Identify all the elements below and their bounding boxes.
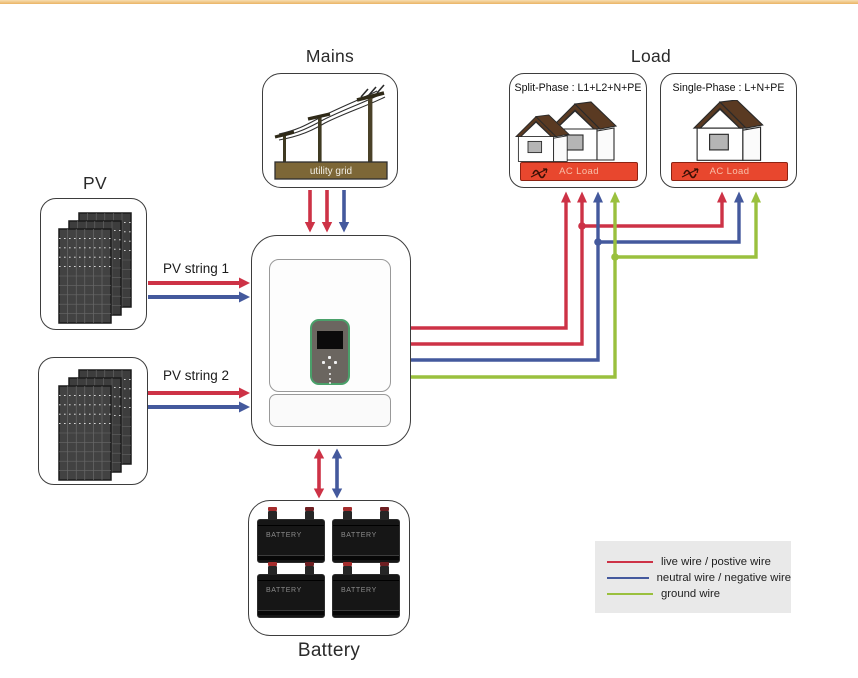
- legend-label: neutral wire / negative wire: [656, 572, 791, 584]
- mains-to-inverter-wires: [304, 190, 350, 233]
- inverter-to-load-wires: [411, 191, 761, 379]
- legend-item-live: live wire / postive wire: [607, 554, 791, 570]
- battery-cell: BATTERY: [332, 507, 400, 563]
- utility-grid-label: utility grid: [310, 166, 352, 177]
- live-wire-swatch: [607, 561, 653, 563]
- legend-label: ground wire: [661, 588, 721, 600]
- neutral-wire-swatch: [607, 577, 649, 579]
- legend-label: live wire / postive wire: [661, 556, 771, 568]
- legend-item-neutral: neutral wire / negative wire: [607, 570, 791, 586]
- battery-cell-label: BATTERY: [341, 532, 377, 539]
- top-accent-bar: [0, 0, 858, 4]
- mains-title: Mains: [305, 46, 355, 66]
- split-phase-label: Split-Phase : L1+L2+N+PE: [514, 82, 642, 94]
- inverter-battery-wires: [313, 448, 343, 499]
- pv-string-2-label: PV string 2: [163, 368, 230, 383]
- utility-grid-icon: utility grid: [274, 84, 388, 180]
- inverter-bottom-strip: [269, 394, 391, 427]
- battery-cell-label: BATTERY: [341, 587, 377, 594]
- pv-title: PV: [83, 173, 107, 193]
- junction-dot: [594, 238, 602, 246]
- battery-cell-label: BATTERY: [266, 587, 302, 594]
- split-phase-houses-icon: [514, 101, 618, 162]
- junction-dot: [611, 253, 619, 261]
- battery-cell: BATTERY: [257, 507, 325, 563]
- legend-item-ground: ground wire: [607, 586, 791, 602]
- pv-string-2-wires: [148, 387, 250, 413]
- single-phase-house-icon: [692, 100, 764, 161]
- load-title: Load: [630, 46, 672, 66]
- inverter-display: [310, 319, 350, 385]
- pv-box-2: [38, 357, 148, 485]
- battery-cell: BATTERY: [332, 562, 400, 618]
- solar-panels-icon: [58, 369, 132, 481]
- wire-legend: live wire / postive wire neutral wire / …: [595, 541, 791, 613]
- split-ac-load-label: AC Load: [559, 166, 599, 177]
- battery-box: BATTERY BATTERY BATTERY BATTERY: [248, 500, 410, 636]
- inverter-box: [251, 235, 411, 446]
- single-ac-load-bar: AC Load: [671, 162, 788, 181]
- single-ac-load-label: AC Load: [709, 166, 750, 177]
- ac-wave-icon: [681, 168, 699, 179]
- battery-cell: BATTERY: [257, 562, 325, 618]
- inverter-screen: [317, 331, 343, 349]
- split-ac-load-bar: AC Load: [520, 162, 638, 181]
- solar-panels-icon: [58, 212, 132, 324]
- battery-title: Battery: [297, 640, 361, 661]
- single-phase-label: Single-Phase : L+N+PE: [672, 82, 785, 94]
- load-single-phase-box: Single-Phase : L+N+PE AC Load: [660, 73, 797, 188]
- mains-box: utility grid: [262, 73, 398, 188]
- pv-string-1-wires: [148, 277, 250, 303]
- load-split-phase-box: Split-Phase : L1+L2+N+PE: [509, 73, 647, 188]
- pv-box-1: [40, 198, 147, 330]
- junction-dot: [578, 222, 586, 230]
- ac-wave-icon: [530, 168, 548, 179]
- battery-cell-label: BATTERY: [266, 532, 302, 539]
- ground-wire-swatch: [607, 593, 653, 595]
- pv-string-1-label: PV string 1: [163, 261, 230, 276]
